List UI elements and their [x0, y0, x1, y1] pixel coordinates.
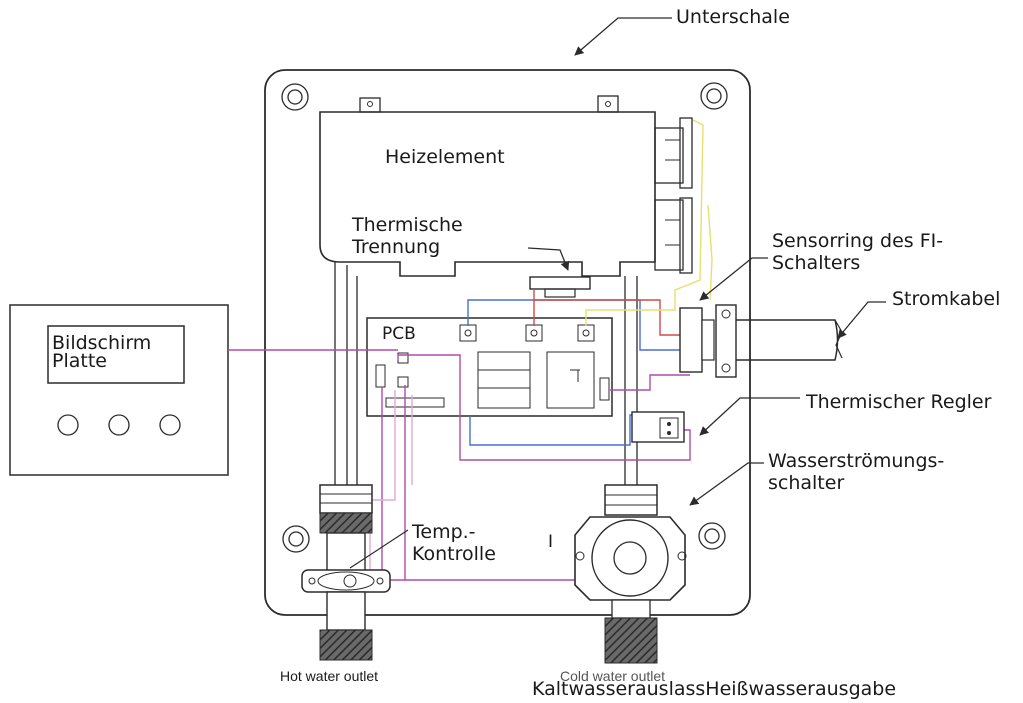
label-sensorring-1: Sensorring des FI-: [772, 230, 944, 252]
rcd-sensor-ring: [679, 304, 737, 378]
label-temp-kontrolle-1: Temp.-: [412, 521, 476, 543]
pcb-board: [366, 317, 613, 417]
water-pipes: [334, 262, 638, 485]
display-button: [108, 414, 130, 436]
arrow-wasserstroemung: [689, 462, 764, 506]
arrow-unterschale: [574, 17, 672, 56]
label-heizelement: Heizelement: [385, 146, 505, 168]
thermal-cutoff: [527, 247, 591, 298]
water-flow-switch: [574, 484, 687, 664]
label-bildschirm-1: Bildschirm: [52, 332, 152, 354]
leader-arrows: [574, 17, 886, 506]
label-wasserstroemung-2: schalter: [768, 472, 845, 494]
label-thermische-trennung-2: Trennung: [352, 236, 441, 258]
display-panel: [9, 304, 229, 476]
label-stromkabel: Stromkabel: [892, 288, 1001, 310]
arrow-sensorring: [699, 257, 768, 301]
label-switch-mark: I: [548, 532, 554, 552]
label-pcb: PCB: [382, 324, 416, 344]
thermal-regulator: [631, 411, 685, 443]
label-sensorring-2: Schalters: [772, 252, 861, 274]
label-cold-water-outlet: Cold water outlet: [560, 668, 666, 684]
label-bildschirm-2: Platte: [52, 350, 107, 372]
label-wasserstroemung-1: Wasserströmungs-: [768, 450, 945, 472]
arrow-thermischer-regler: [699, 397, 800, 436]
label-thermische-trennung-1: Thermische: [352, 214, 463, 236]
display-button: [57, 414, 79, 436]
arrow-stromkabel: [837, 301, 886, 339]
label-thermischer-regler: Thermischer Regler: [806, 391, 992, 413]
label-german-outlets: KaltwasserauslassHeißwasserausgabe: [532, 678, 897, 700]
label-hot-water-outlet: Hot water outlet: [280, 668, 379, 684]
display-button: [159, 414, 181, 436]
heating-element: [319, 95, 693, 277]
wiring: [228, 119, 713, 581]
label-temp-kontrolle-2: Kontrolle: [412, 543, 496, 565]
power-cable: [736, 319, 843, 361]
display-screen: [47, 325, 185, 384]
label-unterschale: Unterschale: [676, 6, 790, 28]
hot-water-outlet-fitting: [301, 484, 409, 661]
bottom-shell: [264, 69, 751, 616]
